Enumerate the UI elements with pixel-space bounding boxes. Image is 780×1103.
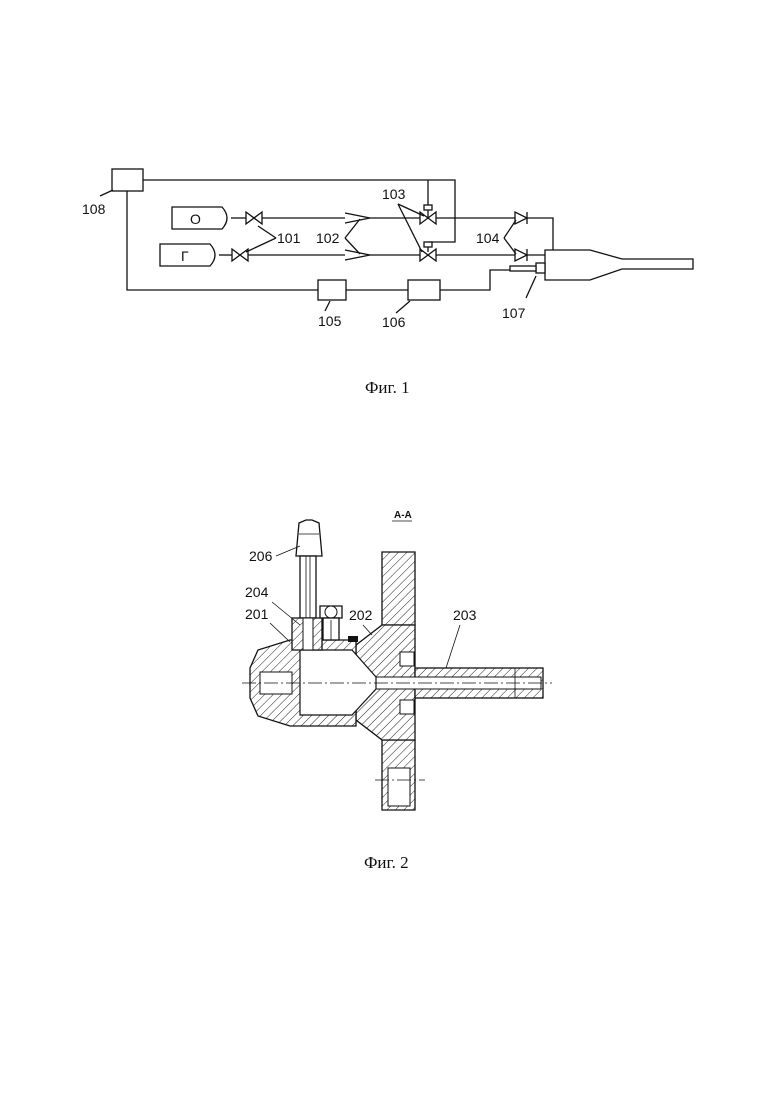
tank-oxygen-label: О <box>190 211 201 227</box>
label-105: 105 <box>318 313 342 329</box>
label-203: 203 <box>453 607 477 623</box>
flange-top <box>382 552 415 625</box>
label-106: 106 <box>382 314 406 330</box>
valve-101-gas <box>232 249 248 261</box>
controller-108 <box>112 169 143 191</box>
label-101: 101 <box>277 230 301 246</box>
label-104: 104 <box>476 230 500 246</box>
label-103: 103 <box>382 186 406 202</box>
label-102: 102 <box>316 230 340 246</box>
tank-gas-label: Г <box>181 248 189 264</box>
section-label: А-А <box>394 510 412 521</box>
figure-2-caption: Фиг. 2 <box>364 853 409 872</box>
figure-1-schematic: 108 105 106 О Г <box>82 169 693 397</box>
detonation-barrel <box>545 250 693 280</box>
block-105 <box>318 280 346 300</box>
check-104-oxygen <box>515 212 527 224</box>
label-201: 201 <box>245 606 269 622</box>
valve-101-oxygen <box>246 212 262 224</box>
check-104-gas <box>515 249 527 261</box>
fitting-206 <box>296 520 322 556</box>
label-206: 206 <box>249 548 273 564</box>
label-202: 202 <box>349 607 373 623</box>
label-107: 107 <box>502 305 526 321</box>
label-204: 204 <box>245 584 269 600</box>
igniter-107 <box>536 263 545 273</box>
figure-2-section: А-А 206 <box>242 510 552 872</box>
label-108: 108 <box>82 201 106 217</box>
block-106 <box>408 280 440 300</box>
figure-1-caption: Фиг. 1 <box>365 378 410 397</box>
